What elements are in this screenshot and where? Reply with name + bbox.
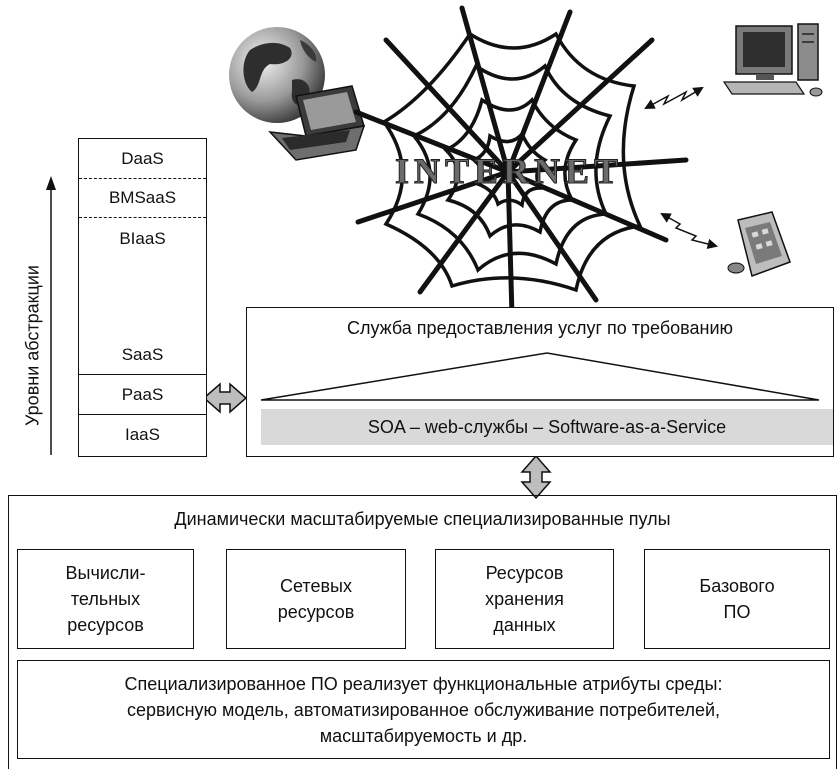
pools-title: Динамически масштабируемые специализиров… — [174, 509, 671, 529]
service-title: Служба предоставления услуг по требовани… — [346, 318, 734, 338]
stack-level-bmsaas: BMSaaS — [79, 179, 206, 218]
pda-icon — [727, 211, 791, 277]
on-demand-service-box: Служба предоставления услуг по требовани… — [246, 307, 834, 457]
service-triangle — [260, 352, 820, 401]
specialized-software-note: Специализированное ПО реализует функцион… — [17, 660, 830, 759]
laptop-icon — [268, 85, 366, 161]
stack-level-iaas: IaaS — [125, 425, 160, 444]
double-arrow-icon — [202, 382, 248, 414]
abstraction-axis-label: Уровни абстракции — [22, 265, 43, 426]
lightning-arrow-icon — [660, 212, 719, 250]
pool-storage-resources: Ресурсов хранения данных — [435, 549, 614, 649]
lightning-arrow-icon — [644, 86, 704, 110]
stack-level-saas: SaaS — [79, 335, 206, 375]
pool-network-resources: Сетевых ресурсов — [226, 549, 406, 649]
stack-level-paas: PaaS — [79, 375, 206, 415]
soa-bar: SOA – web-службы – Software-as-a-Service — [261, 409, 833, 445]
pool-base-software: Базового ПО — [644, 549, 830, 649]
pool-computing-resources: Вычисли- тельных ресурсов — [17, 549, 194, 649]
stack-level-biaas: BIaaS — [119, 229, 166, 248]
spider-web-icon — [353, 5, 689, 319]
double-arrow-icon — [520, 454, 552, 500]
desktop-computer-icon — [722, 23, 823, 97]
abstraction-axis-arrow — [46, 176, 56, 455]
internet-label: INTERNET — [394, 151, 624, 192]
abstraction-stack: DaaS BMSaaS BIaaS SaaS PaaS IaaS — [78, 138, 207, 457]
stack-level-daas: DaaS — [79, 139, 206, 179]
